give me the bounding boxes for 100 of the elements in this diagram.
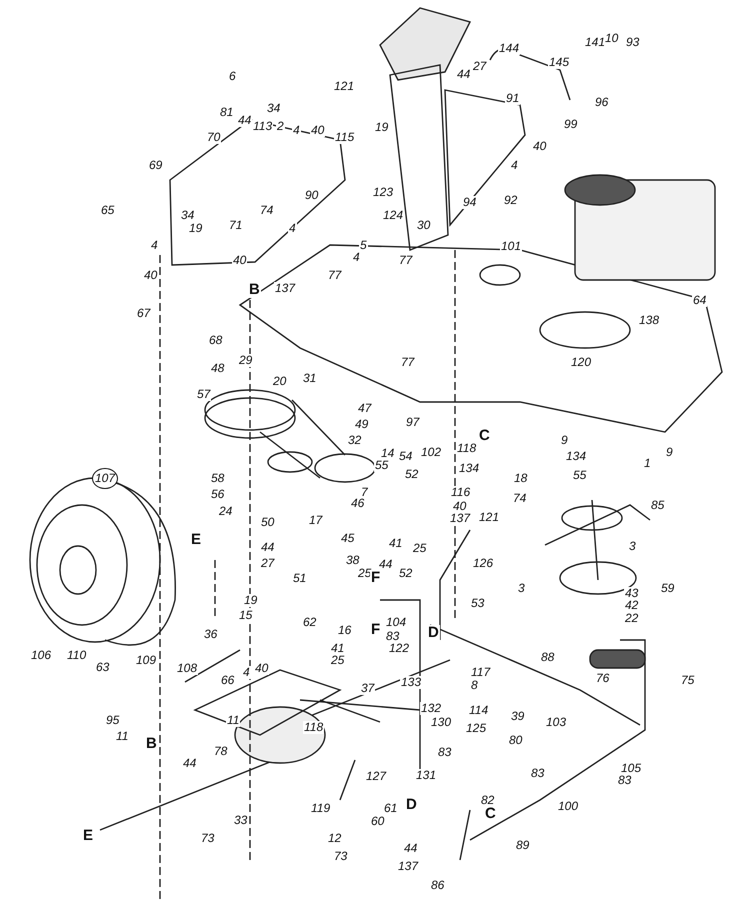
callout-number: 58: [210, 472, 226, 485]
callout-number: 137: [397, 860, 420, 873]
callout-number: 41: [388, 537, 404, 550]
callout-number: 1: [643, 457, 652, 470]
callout-number: 7: [360, 486, 369, 499]
callout-number: 48: [210, 362, 226, 375]
callout-number: 52: [398, 567, 414, 580]
callout-number: 37: [360, 682, 376, 695]
callout-number: 104: [385, 616, 408, 629]
callout-number: 50: [260, 516, 276, 529]
callout-number: 124: [382, 209, 404, 222]
callout-number: 41: [330, 642, 346, 655]
circled-callout-number: 107: [92, 468, 118, 489]
callout-number: 44: [378, 558, 394, 571]
callout-number: 25: [330, 654, 346, 667]
callout-number: 34: [266, 102, 282, 115]
callout-number: 90: [304, 189, 320, 202]
section-letter: D: [427, 625, 440, 641]
callout-number: 134: [458, 462, 480, 475]
callout-number: 27: [472, 60, 488, 73]
callout-number: 11: [226, 714, 240, 727]
callout-number: 115: [334, 131, 356, 144]
callout-number: 101: [500, 240, 522, 253]
callout-number: 8: [470, 679, 479, 692]
callout-number: 4: [292, 124, 301, 137]
callout-number: 24: [218, 505, 234, 518]
callout-number: 60: [370, 815, 386, 828]
callout-number: 91: [505, 92, 520, 105]
callout-number: 40: [254, 662, 270, 675]
callout-number: 83: [385, 630, 400, 643]
callout-number: 74: [259, 204, 274, 217]
callout-number: 64: [692, 294, 708, 307]
callout-number: 5: [359, 239, 368, 252]
callout-number: 14: [380, 447, 396, 460]
callout-number: 34: [180, 209, 196, 222]
callout-number: 6: [228, 70, 237, 83]
callout-number: 17: [308, 514, 324, 527]
callout-number: 85: [650, 499, 666, 512]
callout-number: 25: [412, 542, 428, 555]
callout-number: 109: [135, 654, 158, 667]
callout-number: 138: [638, 314, 660, 327]
callout-number: 73: [200, 832, 216, 845]
callout-number: 33: [233, 814, 248, 827]
callout-number: 66: [220, 674, 236, 687]
callout-number: 54: [398, 450, 414, 463]
callout-number: 121: [333, 80, 356, 93]
callout-number: 46: [350, 497, 366, 510]
callout-number: 55: [572, 469, 588, 482]
callout-number: 42: [624, 599, 640, 612]
callout-number: 9: [665, 446, 674, 459]
callout-number: 100: [557, 800, 580, 813]
callout-number: 47: [357, 402, 372, 415]
callout-number: 95: [105, 714, 120, 727]
callout-number: 40: [143, 269, 158, 282]
callout-number: 105: [620, 762, 642, 775]
callout-number: 113: [252, 120, 274, 133]
callout-number: 53: [470, 597, 486, 610]
callout-number: 3: [628, 540, 637, 553]
callout-number: 99: [563, 118, 578, 131]
callout-number: 108: [176, 662, 198, 675]
callout-number: 73: [333, 850, 348, 863]
callout-number: 4: [510, 159, 519, 172]
callout-number: 114: [468, 704, 490, 717]
callout-number: 69: [148, 159, 164, 172]
callout-number: 44: [182, 757, 198, 770]
callout-number: 116: [450, 486, 472, 499]
callout-number: 93: [625, 36, 640, 49]
callout-number: 118: [456, 442, 478, 455]
callout-number: 74: [512, 492, 528, 505]
callout-number: 57: [196, 388, 212, 401]
callout-number: 19: [188, 222, 204, 235]
callout-number: 51: [292, 572, 308, 585]
callout-number: 96: [594, 96, 610, 109]
callout-number: 39: [510, 710, 526, 723]
callout-number: 9: [560, 434, 569, 447]
callout-number: 40: [452, 500, 468, 513]
callout-number: 122: [388, 642, 410, 655]
callout-number: 31: [302, 372, 318, 385]
callout-number: 144: [498, 42, 520, 55]
callout-number: 120: [570, 356, 592, 369]
section-letter: B: [248, 282, 261, 298]
callout-number: 75: [680, 674, 696, 687]
callout-number: 2: [276, 120, 285, 133]
callout-number: 4: [242, 666, 251, 679]
callout-number: 45: [340, 532, 356, 545]
callout-number: 11: [115, 730, 130, 743]
callout-number: 83: [530, 767, 546, 780]
callout-number: 110: [66, 649, 88, 662]
callout-number: 97: [405, 416, 420, 429]
callout-number: 4: [288, 222, 297, 235]
callout-number: 125: [465, 722, 488, 735]
callout-number: 141: [584, 36, 606, 49]
callout-number: 40: [232, 254, 248, 267]
callout-number: 43: [624, 587, 640, 600]
callout-number: 59: [660, 582, 676, 595]
callout-number: 94: [462, 196, 478, 209]
callout-number: 61: [383, 802, 398, 815]
callout-number: 78: [213, 745, 228, 758]
callout-number: 132: [420, 702, 442, 715]
callout-number: 70: [206, 131, 222, 144]
